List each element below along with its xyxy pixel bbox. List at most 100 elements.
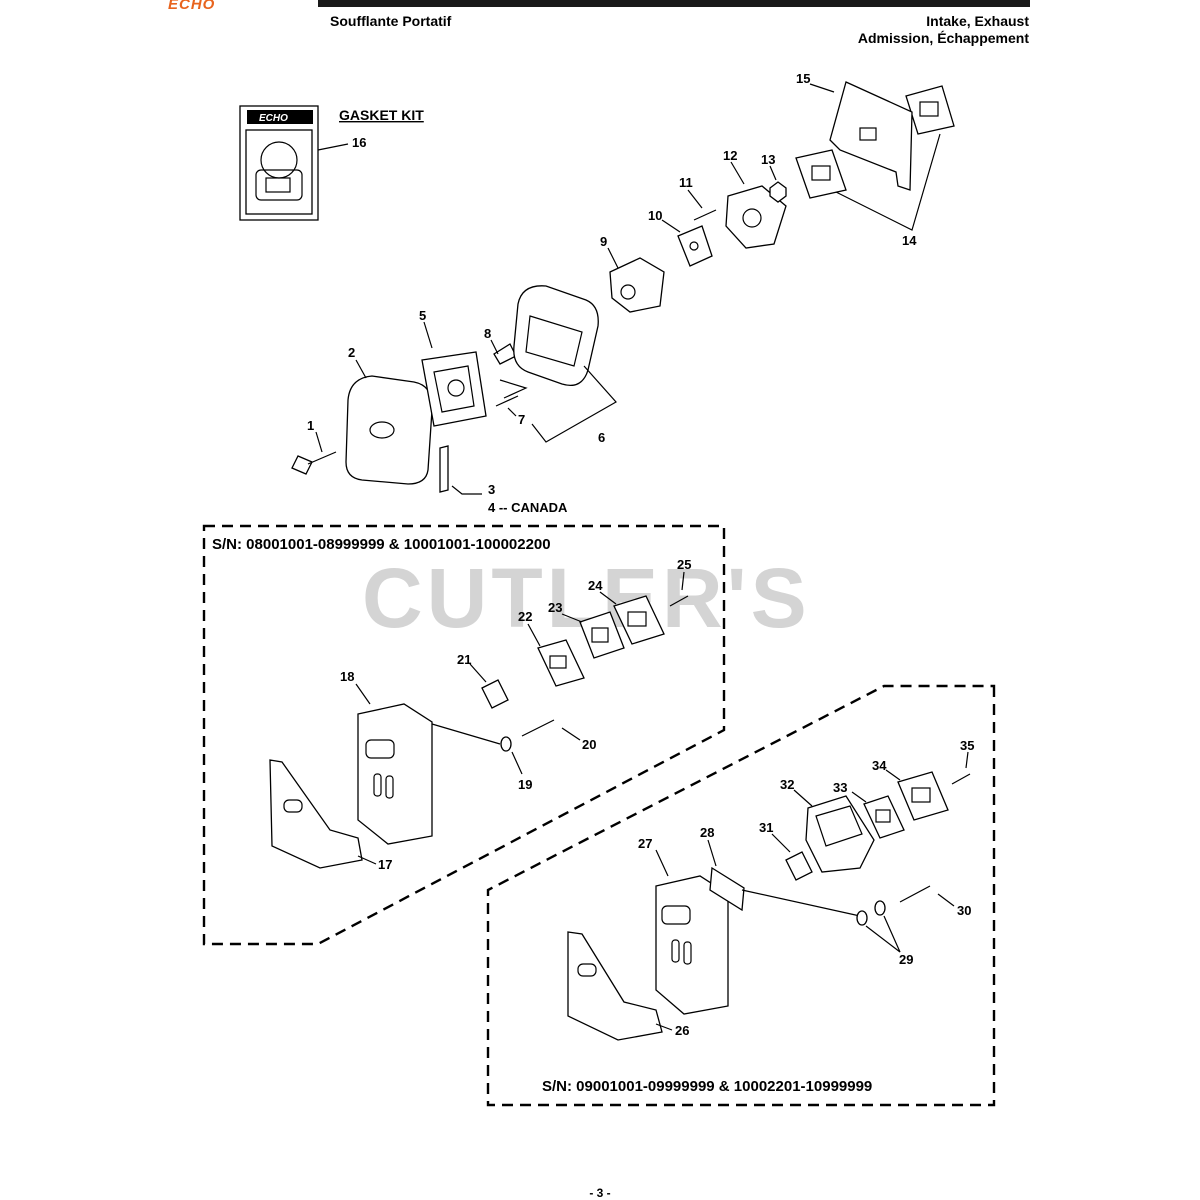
gasket-kit-gasket-c: [265, 177, 291, 193]
header-bar: [318, 0, 1030, 7]
callout-32: 32: [780, 777, 794, 792]
part-13-nut: [769, 181, 787, 203]
part-32-catalyst: [805, 795, 875, 873]
callout-22: 22: [518, 609, 532, 624]
part-25-screw: [669, 595, 689, 607]
leader-2: [355, 359, 367, 379]
muffler-27-inlet: [661, 905, 691, 925]
part-28-plate: [709, 866, 745, 912]
plate-23-port: [591, 627, 609, 643]
leader-6: [531, 365, 617, 443]
leader-31: [771, 833, 791, 853]
shield-17-hole: [283, 799, 303, 813]
callout-10: 10: [648, 208, 662, 223]
leader-30: [937, 893, 955, 907]
leader-10: [661, 219, 681, 233]
callout-30: 30: [957, 903, 971, 918]
muffler-18-axis: [431, 723, 501, 745]
page-number: - 3 -: [589, 1186, 611, 1200]
part-18-muffler: [357, 703, 433, 845]
leader-34: [885, 769, 901, 781]
muffler-27-slot-b: [683, 941, 692, 965]
callout-17: 17: [378, 857, 392, 872]
gasket-14b-port: [919, 101, 939, 117]
gasket-kit-gasket-b: [255, 169, 303, 201]
part-19-washer: [500, 736, 512, 752]
filter-frame-hole: [447, 379, 465, 397]
callout-29: 29: [899, 952, 913, 967]
gasket-kit-label: GASKET KIT: [339, 107, 424, 123]
leader-23: [561, 613, 583, 623]
muffler-27-axis: [741, 889, 861, 917]
callout-19: 19: [518, 777, 532, 792]
leader-16: [317, 143, 349, 151]
callout-27: 27: [638, 836, 652, 851]
leader-1: [315, 431, 323, 453]
wing-bolt-shaft: [307, 451, 337, 465]
cover-center-boss: [369, 421, 395, 439]
shield-26-hole: [577, 963, 597, 977]
box1-serial: S/N: 08001001-08999999 & 10001001-100002…: [212, 536, 551, 553]
carb-bore: [620, 284, 636, 300]
callout-23: 23: [548, 600, 562, 615]
callout-3: 3: [488, 482, 495, 497]
callout-6: 6: [598, 430, 605, 445]
callout-1: 1: [307, 418, 314, 433]
part-20-bolt: [521, 719, 555, 737]
part-14-gasket-b: [905, 85, 955, 135]
callout-8: 8: [484, 326, 491, 341]
insulator-port: [742, 208, 762, 228]
leader-25: [681, 571, 685, 591]
leader-24: [599, 591, 617, 605]
part-35-screw: [951, 773, 971, 785]
leader-29: [865, 915, 901, 953]
leader-13: [769, 165, 777, 181]
part-10-gasket: [677, 225, 713, 267]
callout-7: 7: [518, 412, 525, 427]
part-31-screen: [785, 851, 813, 881]
part-27-muffler: [655, 875, 729, 1015]
leader-14: [835, 133, 941, 231]
gasket-kit-sheet: [245, 129, 313, 215]
callout-13: 13: [761, 152, 775, 167]
callout-21: 21: [457, 652, 471, 667]
brand-logo: ECHO: [168, 0, 216, 13]
case-inner: [525, 315, 583, 367]
gasket-24-port: [627, 611, 647, 627]
leader-7: [507, 407, 517, 417]
part-23-plate: [579, 611, 625, 659]
callout-4: 4 -- CANADA: [488, 500, 568, 515]
part-7-screw: [495, 395, 519, 407]
plate-15-hole: [859, 127, 877, 141]
leader-28: [707, 839, 717, 867]
callout-9: 9: [600, 234, 607, 249]
leader-19: [511, 751, 523, 775]
filter-frame-mesh: [433, 365, 475, 413]
callout-14: 14: [902, 233, 917, 248]
muffler-27-slot-a: [671, 939, 680, 963]
callout-2: 2: [348, 345, 355, 360]
callout-11: 11: [679, 175, 693, 190]
muffler-18-slot-b: [385, 775, 394, 799]
box2-outline: [486, 684, 996, 1107]
gasket-33-port: [875, 809, 891, 823]
header-right-title-fr: Admission, Échappement: [857, 30, 1029, 46]
gasket-kit-logo: ECHO: [259, 113, 288, 124]
part-1-wing-bolt: [291, 451, 337, 475]
part-22-gasket: [537, 639, 585, 687]
callout-33: 33: [833, 780, 847, 795]
gasket-kit-logo-bar: [247, 110, 313, 124]
gasket-10-hole: [689, 241, 699, 251]
part-11-bolt: [693, 209, 717, 221]
box2-serial: S/N: 09001001-09999999 & 10002201-109999…: [542, 1078, 872, 1095]
part-33-gasket: [863, 795, 905, 839]
header-left-title: Soufflante Portatif: [330, 13, 452, 29]
callout-26: 26: [675, 1023, 689, 1038]
gasket-34-port: [911, 787, 931, 803]
part-24-gasket: [613, 595, 665, 645]
box1-outline: [202, 524, 726, 946]
callout-16: 16: [352, 135, 366, 150]
gasket-kit: ECHO GASKET KIT 16: [239, 105, 424, 221]
part-3-filter: [439, 445, 449, 493]
